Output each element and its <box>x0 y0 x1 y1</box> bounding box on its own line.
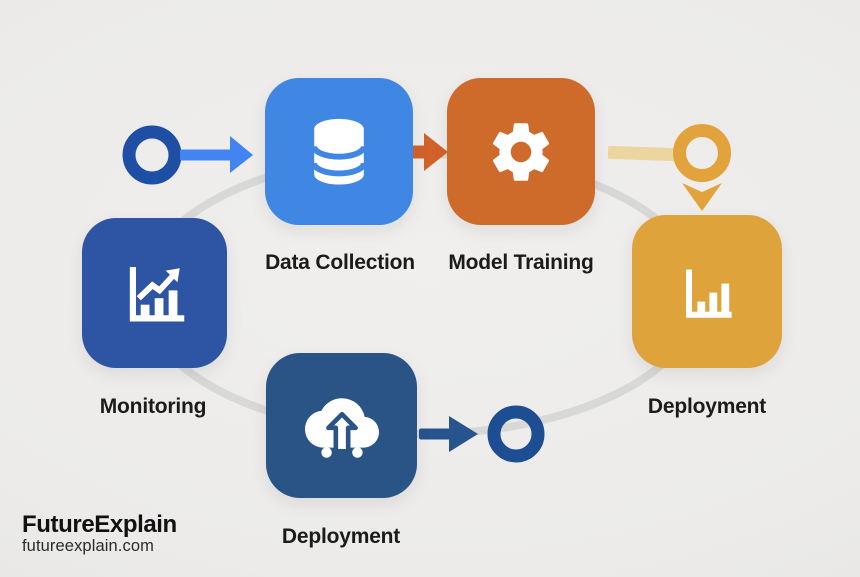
label-data-collection: Data Collection <box>265 251 415 274</box>
brand-name: FutureExplain <box>22 511 177 538</box>
node-data-collection <box>265 78 413 225</box>
node-model-training <box>447 78 595 225</box>
orange-arrow-icon <box>410 133 448 171</box>
tan-connector <box>607 145 677 162</box>
brand-block: FutureExplain futureexplain.com <box>22 512 177 556</box>
gold-ring-down-arrow-icon <box>673 124 731 211</box>
blue-arrow-icon <box>180 136 253 173</box>
trend-chart-icon <box>129 267 184 322</box>
database-icon <box>311 118 367 185</box>
cloud-upload-icon <box>304 397 379 458</box>
label-model-training: Model Training <box>448 251 594 274</box>
brand-domain: futureexplain.com <box>22 537 154 556</box>
bar-chart-icon <box>686 269 732 318</box>
navy-arrow-icon <box>419 416 478 452</box>
node-monitoring <box>82 218 227 368</box>
node-deployment-right <box>632 215 782 368</box>
gear-icon <box>492 122 550 181</box>
start-ring-icon <box>122 125 182 185</box>
label-deployment-bottom: Deployment <box>281 525 401 548</box>
node-deployment-bottom <box>266 353 417 498</box>
label-monitoring: Monitoring <box>99 395 207 418</box>
end-ring-icon <box>487 405 545 463</box>
label-deployment-right: Deployment <box>647 395 767 418</box>
